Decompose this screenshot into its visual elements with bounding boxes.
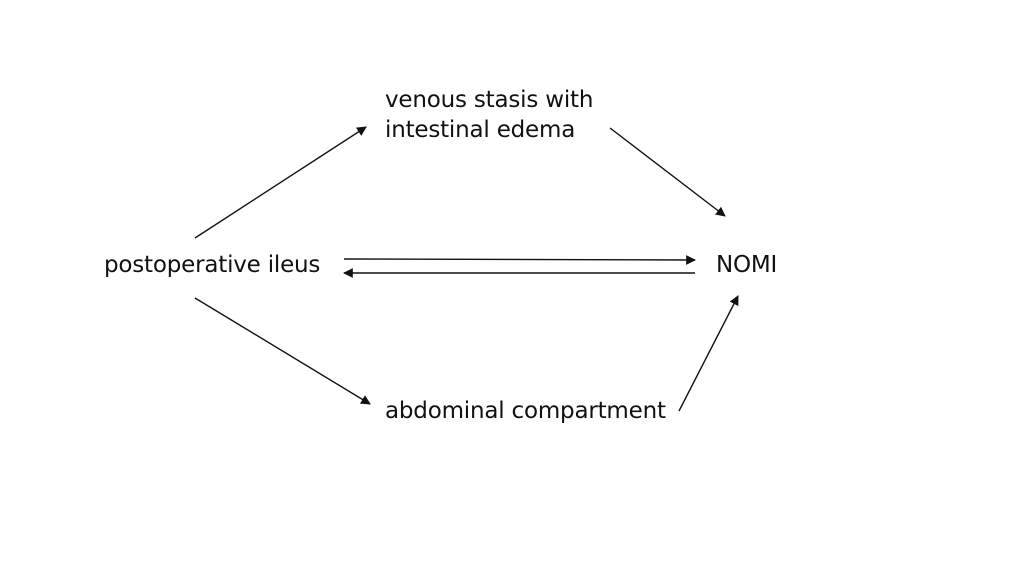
arrow-ileus-to-abdominal [194,297,371,405]
node-label: abdominal compartment [385,398,666,424]
node-nomi: NOMI [716,250,777,280]
node-venous-stasis: venous stasis with intestinal edema [385,85,593,145]
node-label: postoperative ileus [104,252,321,278]
arrow-abdominal-to-nomi [678,295,739,412]
arrow-venous-to-nomi [609,127,726,217]
arrow-ileus-to-nomi [343,255,696,265]
node-abdominal-compartment: abdominal compartment [385,396,666,426]
arrow-ileus-to-venous [194,126,367,239]
node-label-line-1: venous stasis with [385,87,594,113]
node-label: NOMI [716,252,778,278]
node-label-line-2: intestinal edema [385,117,576,143]
node-postoperative-ileus: postoperative ileus [104,250,320,280]
